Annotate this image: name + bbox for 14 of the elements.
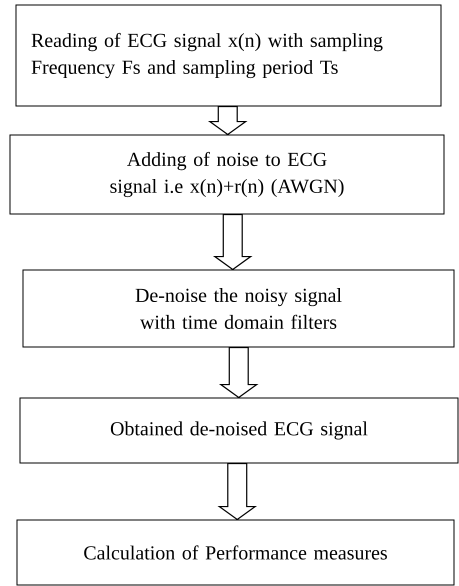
process-box bbox=[20, 398, 458, 464]
box-text: De-noise the noisy signal with time domain filters bbox=[136, 288, 342, 329]
process-box bbox=[16, 520, 454, 586]
block-arrow bbox=[208, 106, 248, 136]
box-text: Reading of ECG signal x(n) with sampling Frequency Fs and sampling period Ts bbox=[32, 32, 383, 78]
process-box bbox=[22, 270, 454, 348]
box-text: Adding of noise to ECG signal i.e x(n)+r(n) (AWGN) bbox=[110, 152, 344, 198]
block-arrow bbox=[217, 462, 258, 520]
box-text: Calculation of Performance measures bbox=[84, 545, 387, 560]
process-box bbox=[10, 134, 444, 214]
process-box bbox=[16, 4, 442, 106]
block-arrow bbox=[218, 346, 259, 398]
box-text: Obtained de-noised ECG signal bbox=[110, 421, 368, 440]
block-arrow bbox=[212, 214, 253, 270]
